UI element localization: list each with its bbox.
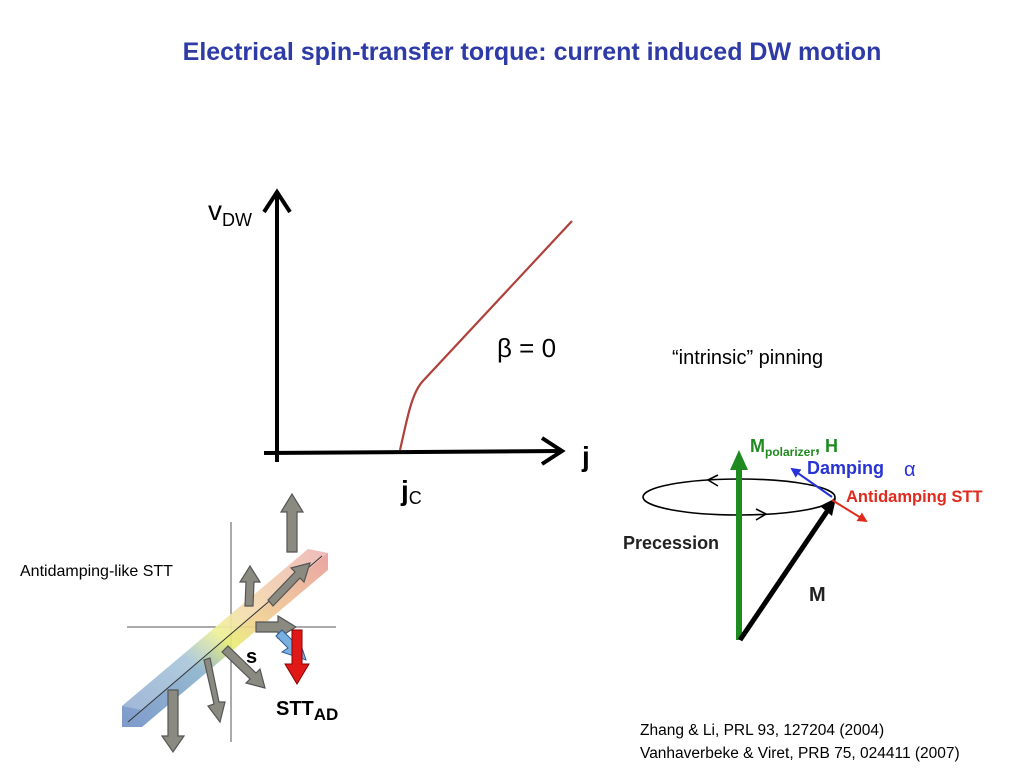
y-axis-arrowhead xyxy=(262,188,292,214)
m-label: M xyxy=(809,584,826,606)
antidamping-like-stt-caption: Antidamping-like STT xyxy=(20,563,173,580)
alpha-label: α xyxy=(904,459,916,481)
x-axis-label: j xyxy=(581,441,590,472)
damping-arrow xyxy=(790,467,833,498)
magnetization-arrow xyxy=(737,508,831,642)
threshold-current-label: jC xyxy=(400,475,422,508)
intrinsic-pinning-label: “intrinsic” pinning xyxy=(672,347,823,369)
left-stt-illustration: s STTAD xyxy=(122,492,338,754)
slide-title: Electrical spin-transfer torque: current… xyxy=(182,38,882,66)
stt-ad-arrow xyxy=(284,629,310,685)
x-axis-arrowhead xyxy=(540,436,566,466)
reference-1: Zhang & Li, PRL 93, 127204 (2004) xyxy=(640,722,885,739)
antidamping-arrow xyxy=(831,499,868,523)
reference-2: Vanhaverbeke & Viret, PRB 75, 024411 (20… xyxy=(640,745,960,762)
beta-zero-label: β = 0 xyxy=(497,333,556,363)
graph-axes xyxy=(262,188,566,466)
right-precession-illustration: Mpolarizer, H Damping α Antidamping STT … xyxy=(623,436,983,642)
velocity-curve xyxy=(398,220,573,451)
precession-label: Precession xyxy=(623,533,719,553)
m-polarizer-label: Mpolarizer, H xyxy=(750,436,838,459)
y-axis-label: vDW xyxy=(208,195,252,230)
damping-label: Damping xyxy=(807,458,884,478)
x-axis xyxy=(263,449,563,455)
antidamping-stt-label: Antidamping STT xyxy=(846,488,983,506)
s-label: s xyxy=(246,646,257,668)
stt-ad-label: STTAD xyxy=(276,698,338,724)
